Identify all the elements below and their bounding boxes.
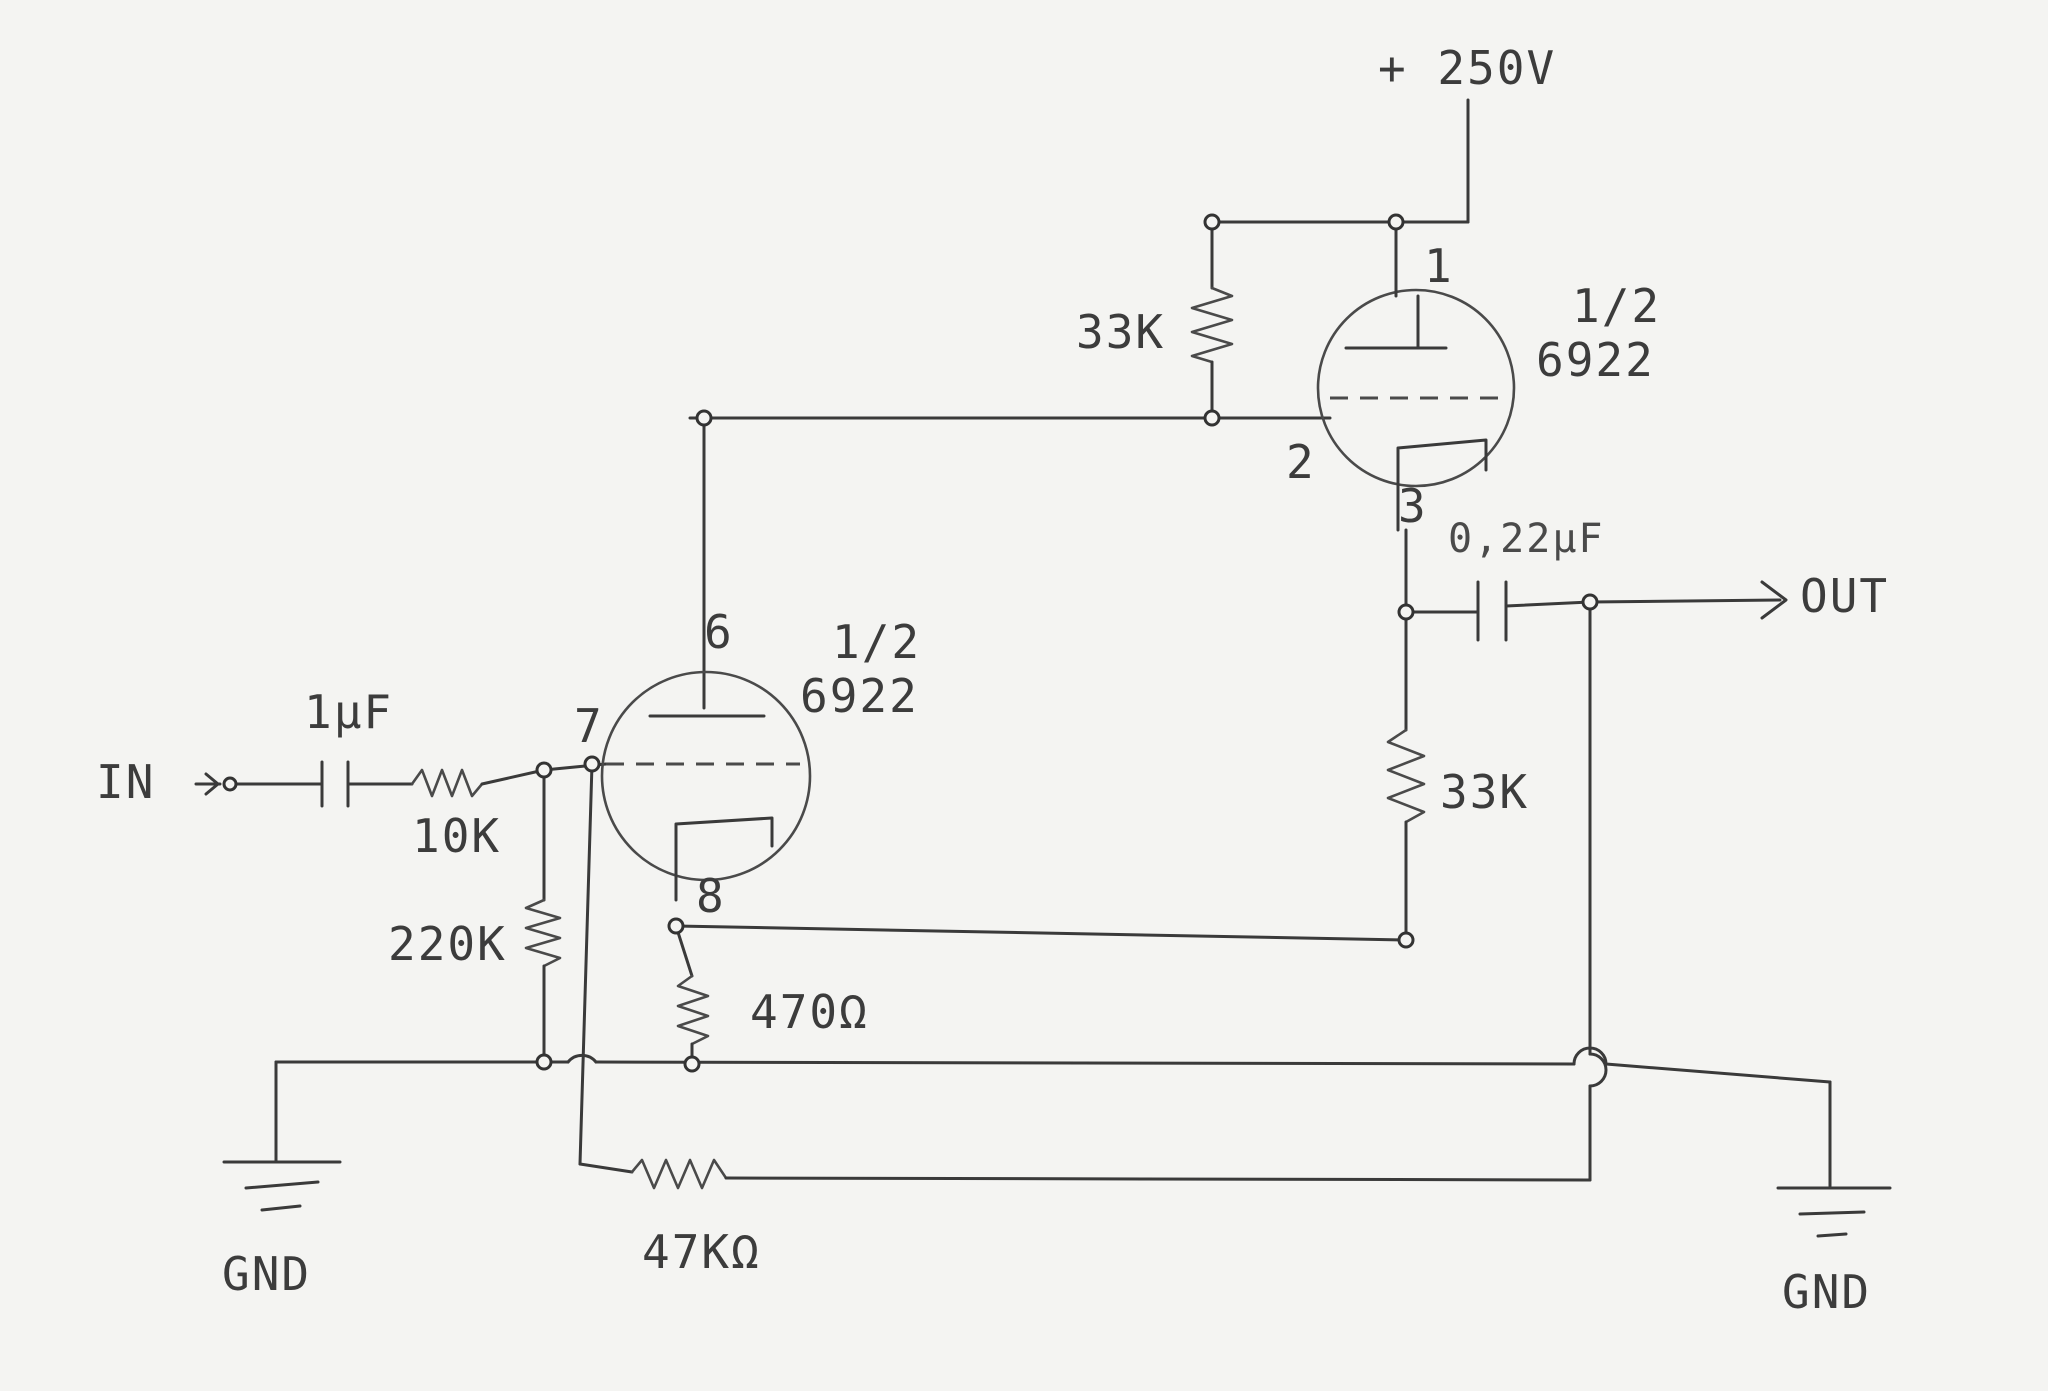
cathode-follower-path — [1386, 528, 1788, 1182]
plate-resistor-33k — [1190, 220, 1234, 420]
tube-bottom-pin-cathode: 8 — [696, 869, 726, 923]
junction-node — [583, 755, 601, 773]
tube-top-pin-cathode: 3 — [1398, 479, 1428, 533]
grid-resistor-label: 220K — [388, 917, 507, 971]
ground-bus — [222, 1046, 1892, 1238]
junction-node — [535, 761, 553, 779]
junction-node — [1203, 213, 1221, 231]
junction-node — [667, 917, 685, 935]
tube-top — [1316, 220, 1516, 532]
supply-rail — [1210, 98, 1470, 224]
tube-top-fraction: 1/2 — [1572, 279, 1661, 333]
input-section — [194, 760, 608, 1064]
tube-bottom-pin-grid: 7 — [574, 699, 604, 753]
feedback-resistor-label: 47KΩ — [642, 1225, 761, 1279]
plate-resistor-label: 33K — [1076, 305, 1165, 359]
output-label: OUT — [1800, 569, 1889, 623]
tube-bottom — [578, 670, 812, 1166]
junction-nodes — [222, 213, 1599, 1073]
tube-top-pin-grid: 2 — [1286, 435, 1316, 489]
supply-voltage-label: + 250V — [1378, 41, 1556, 95]
junction-node — [1387, 213, 1405, 231]
junction-node — [683, 1055, 701, 1073]
tube-bottom-pin-plate: 6 — [704, 605, 734, 659]
cathode-resistor-label: 470Ω — [750, 985, 869, 1039]
feedback-network — [578, 1158, 1592, 1190]
junction-node — [695, 409, 713, 427]
tube-bottom-model: 6922 — [800, 669, 919, 723]
interstage-wire — [688, 416, 1332, 710]
output-cap-label: 0,22μF — [1448, 516, 1605, 562]
input-resistor-label: 10K — [412, 809, 501, 863]
tube-top-model: 6922 — [1536, 333, 1655, 387]
input-cap-label: 1μF — [304, 685, 393, 739]
ground-right-label: GND — [1782, 1265, 1871, 1319]
junction-node — [1581, 593, 1599, 611]
tube-top-pin-plate: 1 — [1424, 239, 1454, 293]
junction-node — [1397, 603, 1415, 621]
input-label: IN — [96, 755, 155, 809]
input-terminal — [222, 776, 238, 792]
load-resistor-label: 33K — [1440, 765, 1529, 819]
tube-bottom-fraction: 1/2 — [832, 615, 921, 669]
junction-node — [535, 1053, 553, 1071]
junction-node — [1203, 409, 1221, 427]
junction-node — [1397, 931, 1415, 949]
ground-left-label: GND — [222, 1247, 311, 1301]
